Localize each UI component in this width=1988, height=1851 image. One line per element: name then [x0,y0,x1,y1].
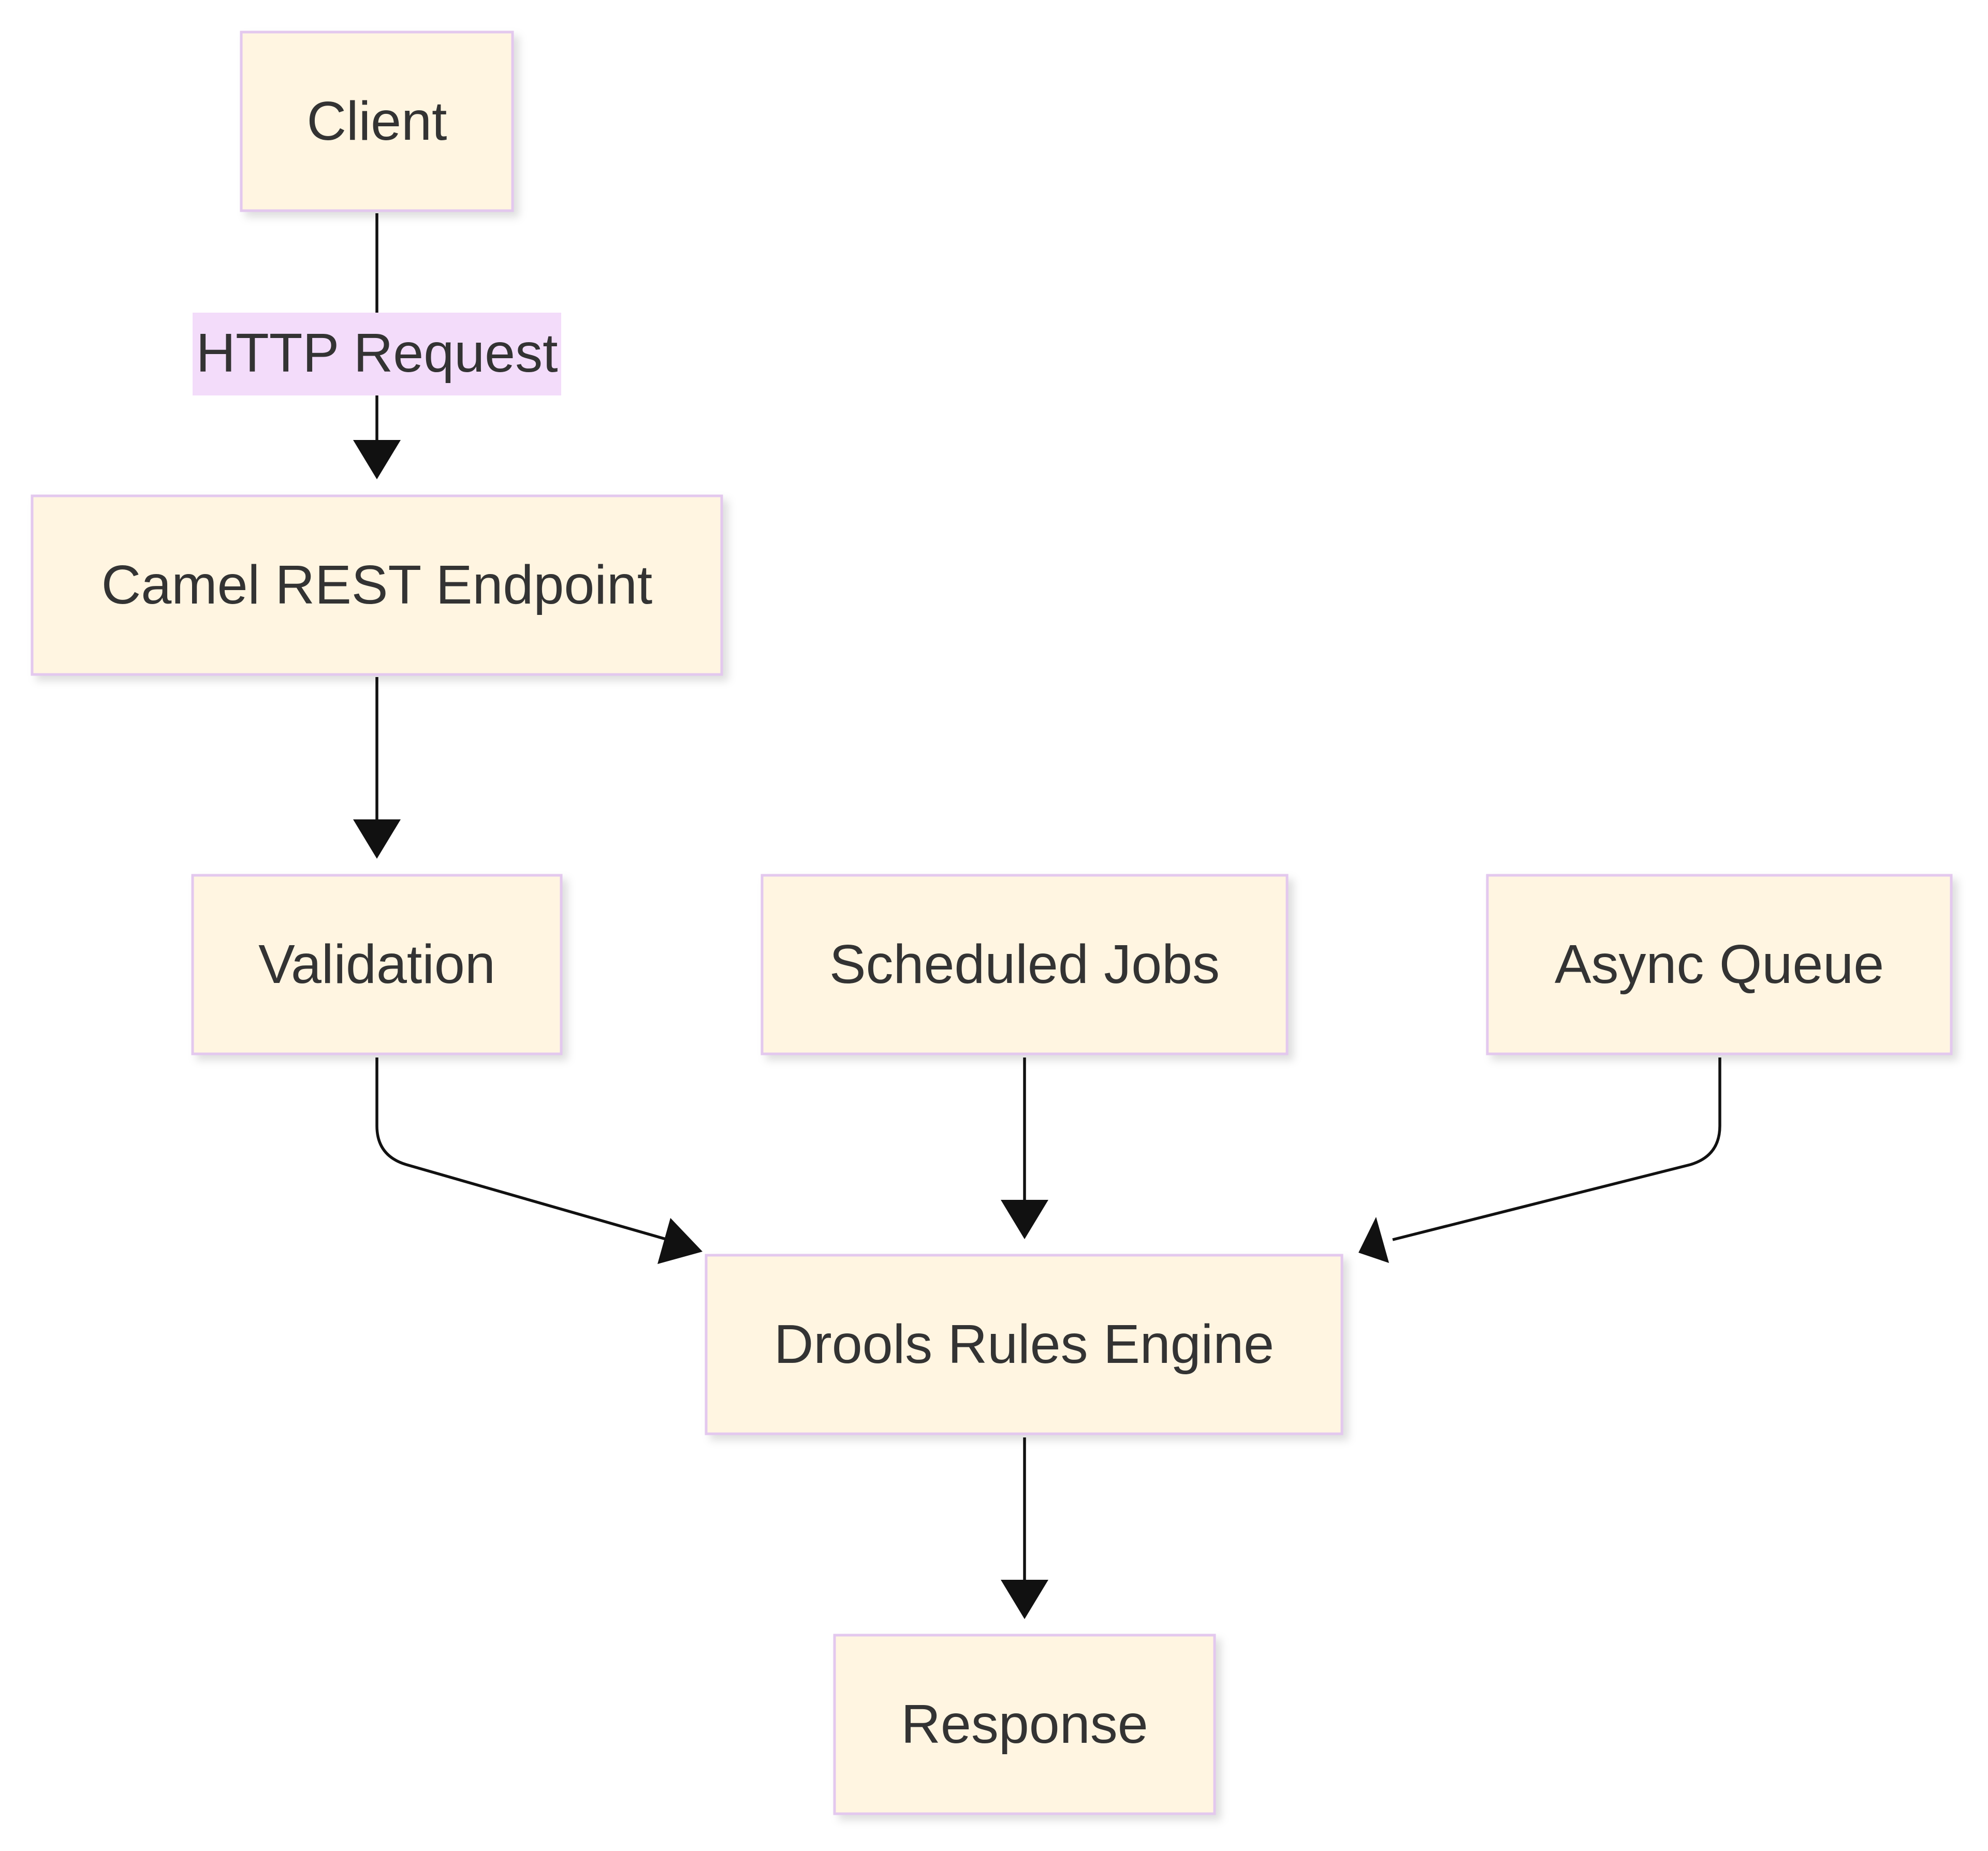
node-camel-rest-endpoint[interactable] [31,494,723,676]
node-drools-rules-engine[interactable] [705,1254,1343,1435]
arrow-head [1001,1580,1048,1619]
edge-label-text: HTTP Request [196,322,558,384]
edge-scheduled-jobs-to-drools-rules-engine [1001,1057,1048,1239]
edge-drools-rules-engine-to-response [1001,1437,1048,1619]
nodes: Client Camel REST Endpoint Validation Sc… [31,31,1953,1815]
node-drools-rules-engine-label: Drools Rules Engine [774,1314,1274,1375]
edges [353,213,1721,1619]
node-response-label: Response [901,1694,1148,1755]
node-client[interactable] [240,31,514,212]
arrow-head [1001,1200,1048,1239]
node-async-queue[interactable] [1486,874,1953,1055]
node-scheduled-jobs-label: Scheduled Jobs [829,934,1220,995]
edge-label-http-request: HTTP Request [193,313,561,395]
edge-line [1392,1057,1721,1241]
node-client-label: Client [306,91,447,152]
node-response[interactable] [833,1634,1216,1815]
node-async-queue-label: Async Queue [1555,934,1884,995]
edge-line [375,1057,668,1241]
arrow-head [657,1218,703,1264]
node-camel-rest-endpoint-label: Camel REST Endpoint [101,554,652,615]
arrow-head [1358,1217,1389,1263]
edge-camel-rest-endpoint-to-validation [353,677,401,859]
edge-validation-to-drools-rules-engine [375,1057,703,1264]
node-validation[interactable] [191,874,563,1055]
node-scheduled-jobs[interactable] [761,874,1289,1055]
node-validation-label: Validation [258,934,495,995]
edge-async-queue-to-drools-rules-engine [1358,1057,1721,1263]
arrow-head [353,819,401,859]
arrow-head [353,440,401,479]
edge-label-background [193,313,561,395]
